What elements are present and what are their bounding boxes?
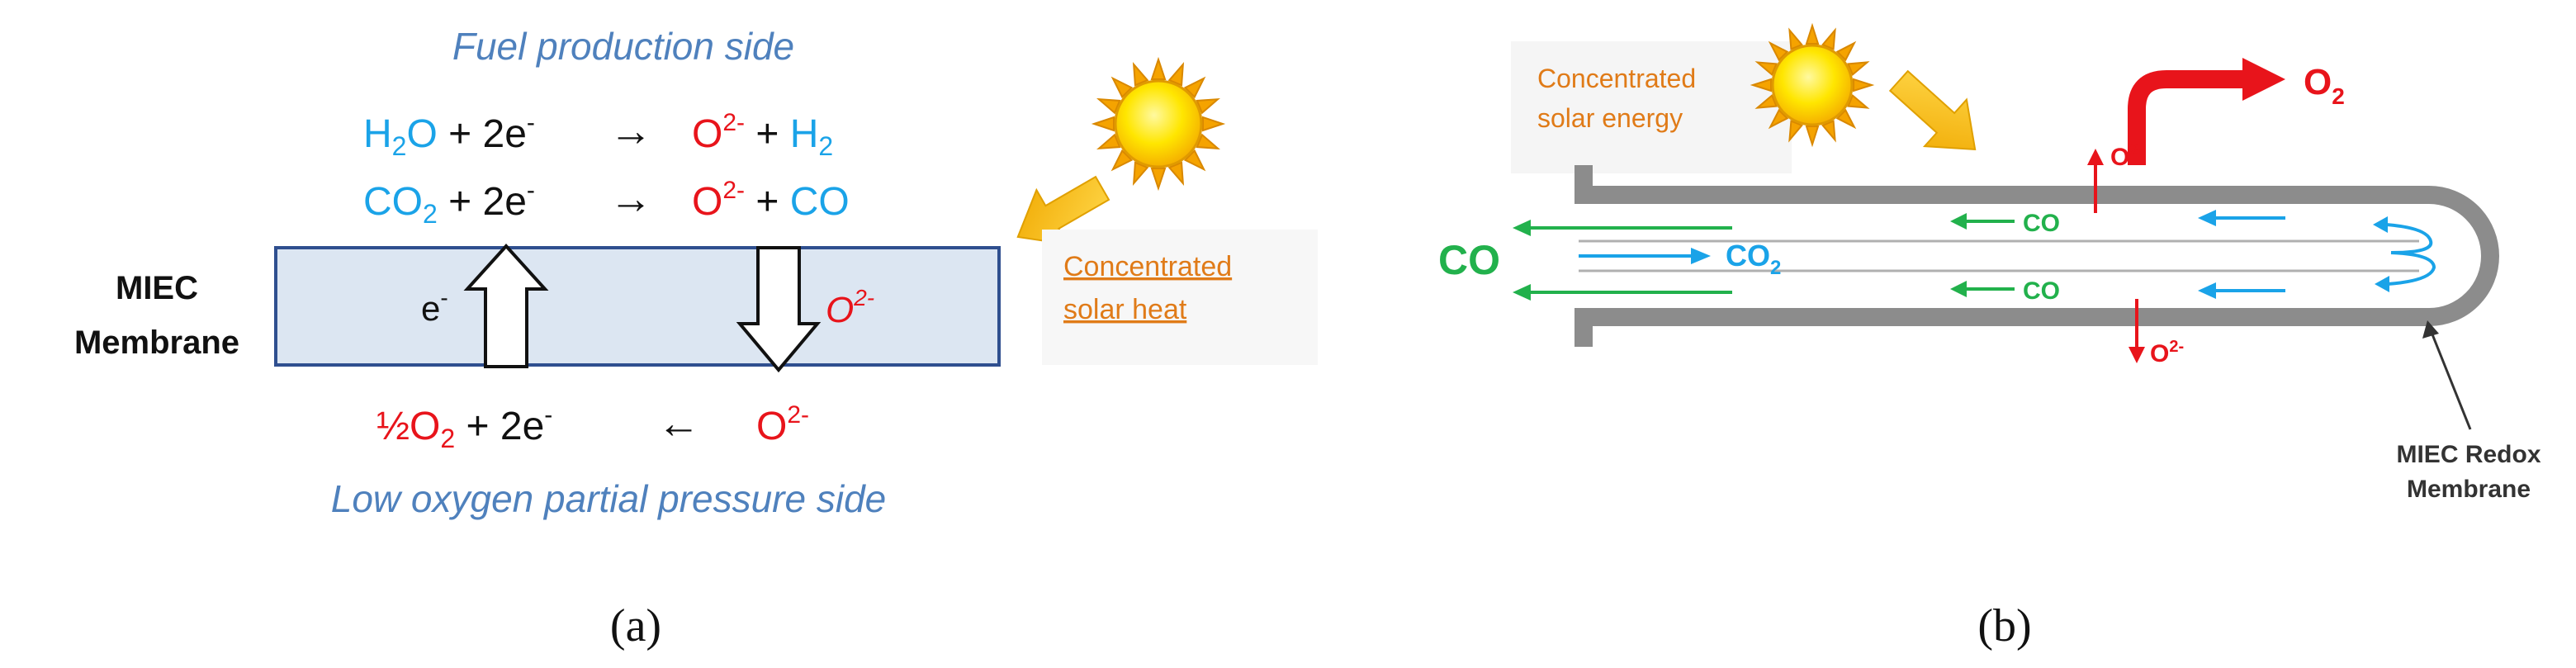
oxygen-ion-charge: 2- bbox=[853, 285, 874, 310]
o2-sub: 2 bbox=[2332, 83, 2345, 109]
oxide-ion-1: O bbox=[692, 112, 722, 156]
svg-text:O2-: O2- bbox=[826, 285, 874, 330]
forward-arrow-1: → bbox=[609, 107, 652, 155]
co2-flow-arrow-top-1-head bbox=[2198, 210, 2216, 226]
plus-2e: + 2e bbox=[438, 112, 527, 156]
co-inner-bottom-head bbox=[1950, 281, 1967, 297]
o-ion-bottom-charge: 2- bbox=[2169, 338, 2184, 356]
plus-1: + bbox=[745, 112, 790, 156]
swirl-head-bottom bbox=[2375, 276, 2389, 292]
oxygen-ion-down-arrow bbox=[736, 246, 822, 373]
solar-heat-label-box bbox=[1042, 230, 1318, 365]
o2-outlet-arrow bbox=[2128, 70, 2246, 165]
o-ion-down-arrowhead bbox=[2129, 347, 2145, 363]
panel-b: Concentrated solar energy bbox=[1438, 22, 2541, 651]
solar-arrow-b bbox=[1888, 69, 1977, 151]
backward-arrow: ← bbox=[657, 400, 700, 448]
plus-2e-2: + 2e bbox=[438, 180, 527, 224]
oxide-ion-2-charge: 2- bbox=[722, 177, 745, 204]
co-inner-bottom-label: CO bbox=[2023, 277, 2060, 305]
fuel-production-side-label: Fuel production side bbox=[452, 25, 794, 68]
co-product: CO bbox=[790, 180, 850, 224]
e-charge-3: - bbox=[544, 401, 552, 429]
o-ion-bottom-label: O bbox=[2150, 340, 2169, 367]
oxide-ion-1-charge: 2- bbox=[722, 109, 745, 136]
caption-a: (a) bbox=[610, 600, 661, 651]
electron-label: e bbox=[421, 289, 440, 328]
svg-text:O2- + H2: O2- + H2 bbox=[692, 109, 833, 161]
miec-membrane-slab bbox=[274, 246, 1001, 367]
svg-text:H2O + 2e-: H2O + 2e- bbox=[363, 109, 535, 161]
h2o-sub: 2 bbox=[392, 131, 407, 161]
oxygen-ion-label: O bbox=[826, 290, 854, 330]
sun-icon-b bbox=[1750, 22, 1875, 148]
co2-c: CO bbox=[363, 180, 423, 224]
co2-inlet-label: CO bbox=[1726, 239, 1770, 272]
solar-heat-label-line2: solar heat bbox=[1063, 294, 1187, 325]
svg-text:O2: O2 bbox=[2304, 62, 2345, 109]
sun-icon bbox=[1091, 56, 1226, 192]
co-outlet-arrow-top-head bbox=[1513, 220, 1531, 236]
co-inner-top-head bbox=[1950, 213, 1967, 230]
svg-text:O2-: O2- bbox=[2110, 141, 2144, 171]
co2-inlet-sub: 2 bbox=[1770, 257, 1781, 279]
h2o-h: H bbox=[363, 112, 392, 156]
tube-end-swirl bbox=[2385, 223, 2436, 286]
low-oxygen-side-label: Low oxygen partial pressure side bbox=[331, 477, 886, 520]
e-charge-2: - bbox=[527, 177, 535, 204]
membrane-pointer-head bbox=[2422, 320, 2439, 339]
oxide-ion-3: O bbox=[756, 405, 787, 448]
co2-inlet-arrowhead bbox=[1691, 248, 1711, 264]
panel-a: Fuel production side H2O + 2e- → O2- + H… bbox=[74, 25, 1318, 651]
co2-flow-arrow-bottom-1-head bbox=[2198, 282, 2216, 299]
caption-b: (b) bbox=[1977, 600, 2031, 651]
oxide-ion-3-charge: 2- bbox=[787, 401, 809, 429]
co-outlet-label: CO bbox=[1438, 237, 1500, 283]
svg-text:e-: e- bbox=[421, 285, 448, 328]
miec-membrane-label-line2: Membrane bbox=[74, 325, 239, 361]
svg-text:CO2: CO2 bbox=[1726, 239, 1781, 279]
oxide-ion-2: O bbox=[692, 180, 722, 224]
e-charge: - bbox=[527, 109, 535, 136]
reaction-h2o: H2O + 2e- → O2- + H2 bbox=[363, 107, 833, 161]
reaction-co2: CO2 + 2e- → O2- + CO bbox=[363, 175, 850, 229]
plus-2: + bbox=[745, 180, 790, 224]
o-ion-top-label: O bbox=[2110, 144, 2129, 171]
electron-charge: - bbox=[440, 285, 447, 310]
membrane-tube-outer bbox=[1574, 165, 2499, 347]
h2-h: H bbox=[790, 112, 819, 156]
svg-text:O2-: O2- bbox=[2150, 338, 2184, 367]
plus-2e-3: + 2e bbox=[455, 405, 544, 448]
o-ion-up-arrowhead bbox=[2087, 149, 2104, 165]
svg-text:½O2 + 2e-: ½O2 + 2e- bbox=[376, 401, 552, 453]
co-outlet-arrow-bottom-head bbox=[1513, 284, 1531, 301]
miec-redox-label-line1: MIEC Redox bbox=[2396, 441, 2540, 468]
co2-sub: 2 bbox=[423, 199, 438, 229]
solar-energy-label-box bbox=[1511, 41, 1792, 173]
solar-heat-label-line1: Concentrated bbox=[1063, 251, 1232, 282]
svg-text:O2- + CO: O2- + CO bbox=[692, 177, 850, 224]
membrane-pointer-line bbox=[2429, 329, 2472, 430]
solar-energy-label-line1: Concentrated bbox=[1537, 64, 1696, 93]
o2-outlet-arrowhead bbox=[2242, 58, 2285, 101]
forward-arrow-2: → bbox=[609, 175, 652, 223]
o2-label: O bbox=[2304, 62, 2332, 102]
h2o-o: O bbox=[406, 112, 437, 156]
swirl-head-top bbox=[2373, 216, 2388, 233]
miec-redox-label-line2: Membrane bbox=[2407, 476, 2531, 503]
o-ion-top-charge: 2- bbox=[2129, 141, 2144, 159]
half-o2: ½O bbox=[376, 405, 440, 448]
miec-membrane-label-line1: MIEC bbox=[116, 270, 198, 306]
co-inner-top-label: CO bbox=[2023, 210, 2060, 237]
half-o2-sub: 2 bbox=[440, 424, 455, 453]
electron-up-arrow bbox=[463, 244, 549, 368]
svg-text:O2-: O2- bbox=[756, 401, 809, 448]
reaction-oxygen-release: ½O2 + 2e- ← O2- bbox=[376, 400, 809, 453]
h2-sub: 2 bbox=[818, 131, 833, 161]
svg-text:CO2 + 2e-: CO2 + 2e- bbox=[363, 177, 535, 229]
solar-energy-label-line2: solar energy bbox=[1537, 103, 1683, 133]
